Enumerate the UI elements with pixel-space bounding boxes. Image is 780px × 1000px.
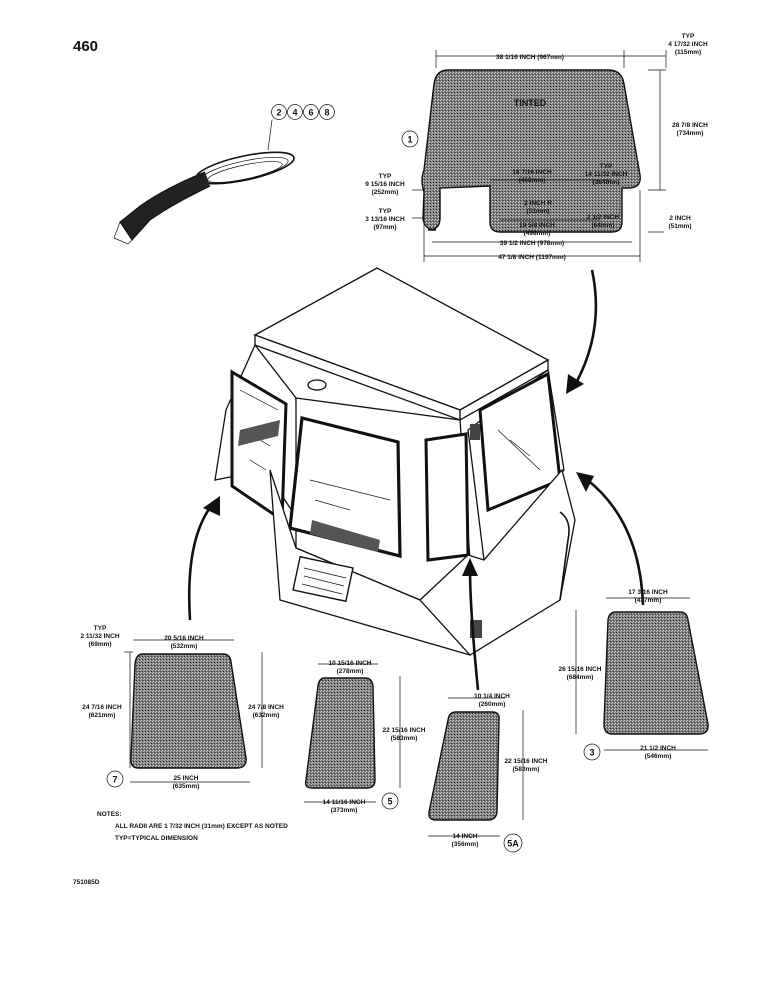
seal-callout-6: 6 [308,108,313,118]
pointer-arrows [187,269,645,691]
windshield-typ-corner-label: TYP [682,33,695,40]
windshield-step-in: 2 INCH [669,215,691,222]
windshield-callout: 1 [407,135,412,145]
callout-circle-1 [401,130,419,148]
callout-circle-5 [381,792,399,810]
glass-7-typ-label: TYP [94,625,107,632]
glass-7-left-in: 24 7/16 INCH [82,704,122,711]
windshield-radius-mm: (51mm) [526,208,549,215]
windshield-lower-left-in: 3 13/16 INCH [365,216,405,223]
seal-coil-illustration [113,119,295,245]
callout-circle-2 [271,104,287,120]
tinted-label: TINTED [514,98,547,108]
note-typ: TYP=TYPICAL DIMENSION [115,835,198,842]
glass-7 [130,653,247,769]
windshield-dimension-lines [412,50,667,262]
glass-7-corner-in: 2 11/32 INCH [80,633,119,640]
glass-3-dimension-lines [575,597,708,751]
glass-3-height-mm: (684mm) [567,674,594,681]
windshield-lower-right-mm: (64mm) [591,222,614,229]
callout-circle-5a [503,833,523,853]
glass-7-top-in: 20 5/16 INCH [164,635,204,642]
callout-circle-6 [303,104,319,120]
glass-7-dimension-lines [124,639,263,783]
glass-5a-top-mm: (260mm) [479,701,506,708]
note-radii: ALL RADII ARE 1 7/32 INCH (31mm) EXCEPT … [115,823,288,830]
glass-5-top-mm: (278mm) [337,668,364,675]
glass-3-callout: 3 [589,748,594,758]
seal-callout-8: 8 [324,108,329,118]
windshield-left-typ-label: TYP [379,173,392,180]
glass-7-bottom-mm: (635mm) [173,783,200,790]
glass-3-height-in: 26 15/16 INCH [559,666,602,673]
glass-5a-callout: 5A [507,839,519,849]
glass-5-dimension-lines [304,663,401,803]
glass-5a-height-mm: (583mm) [513,766,540,773]
glass-7-right-mm: (632mm) [253,712,280,719]
notes-title: NOTES: [97,811,122,818]
windshield-typ-corner-mm: (115mm) [675,49,701,56]
windshield-top-width: 38 1/16 INCH (967mm) [496,54,564,61]
callout-circle-3 [583,743,601,761]
glass-3-top-mm: (437mm) [635,597,662,604]
drawing-code: 751085D [73,879,100,886]
glass-5a-dimension-lines [428,697,524,837]
callout-circle-4 [287,104,303,120]
windshield-height-in: 28 7/8 INCH [672,122,708,129]
windshield-full-width: 47 1/8 INCH (1197mm) [498,254,566,261]
glass-3-bottom-in: 21 1/2 INCH [640,745,676,752]
glass-3-bottom-mm: (546mm) [645,753,672,760]
windshield-lower-right-in: 2 1/2 INCH [587,214,619,221]
windshield-mid-width: 39 1/2 INCH (978mm) [500,240,564,247]
windshield-lower-left-typ-label: TYP [379,208,392,215]
windshield-left-typ-in: 9 15/16 INCH [365,181,405,188]
seal-callouts: 2 4 6 8 [271,104,335,120]
windshield-notch-in: 18 7/16 INCH [512,169,552,176]
windshield-typ-corner-in: 4 17/32 INCH [668,41,708,48]
windshield-inner-bottom-in: 19 5/8 INCH [519,222,555,229]
windshield-lower-left-mm: (97mm) [373,224,396,231]
windshield-radius-in: 2 INCH R [524,200,552,207]
windshield-right-typ-in: 14 11/32 INCH [585,171,628,178]
windshield-left-typ-mm: (252mm) [372,189,399,196]
glass-5a-bottom-in: 14 INCH [453,833,478,840]
glass-5-top-in: 10 15/16 INCH [329,660,372,667]
glass-7-left-mm: (621mm) [89,712,116,719]
windshield-right-typ-mm: (364mm) [593,179,620,186]
glass-7-callout: 7 [112,775,117,785]
glass-5 [304,677,376,789]
glass-5a [428,711,500,821]
glass-5-height-mm: (583mm) [391,735,418,742]
glass-3-top-in: 17 3/16 INCH [628,589,668,596]
windshield-right-typ-label: TYP [600,163,613,170]
glass-7-right-in: 24 7/8 INCH [248,704,284,711]
windshield-height-mm: (734mm) [677,130,704,137]
glass-5a-top-in: 10 1/4 INCH [474,693,510,700]
glass-7-top-mm: (532mm) [171,643,198,650]
callout-circle-8 [319,104,335,120]
seal-callout-2: 2 [276,108,281,118]
glass-5-height-in: 22 15/16 INCH [383,727,426,734]
windshield-notch-mm: (468mm) [519,177,546,184]
cab-illustration [214,267,576,656]
glass-5-bottom-mm: (373mm) [331,807,358,814]
seal-callout-4: 4 [292,108,297,118]
glass-5a-height-in: 22 15/16 INCH [505,758,548,765]
windshield-step-mm: (51mm) [668,223,691,230]
windshield-inner-bottom-mm: (498mm) [524,230,551,237]
glass-5-bottom-in: 14 11/16 INCH [323,799,366,806]
glass-5-callout: 5 [387,797,392,807]
glass-5a-bottom-mm: (356mm) [452,841,479,848]
glass-7-corner-mm: (69mm) [88,641,111,648]
glass-7-bottom-in: 25 INCH [174,775,199,782]
page-number: 460 [73,38,98,55]
callout-circle-7 [106,770,124,788]
glass-3 [603,611,709,735]
windshield-glass-1: TINTED [421,69,641,233]
